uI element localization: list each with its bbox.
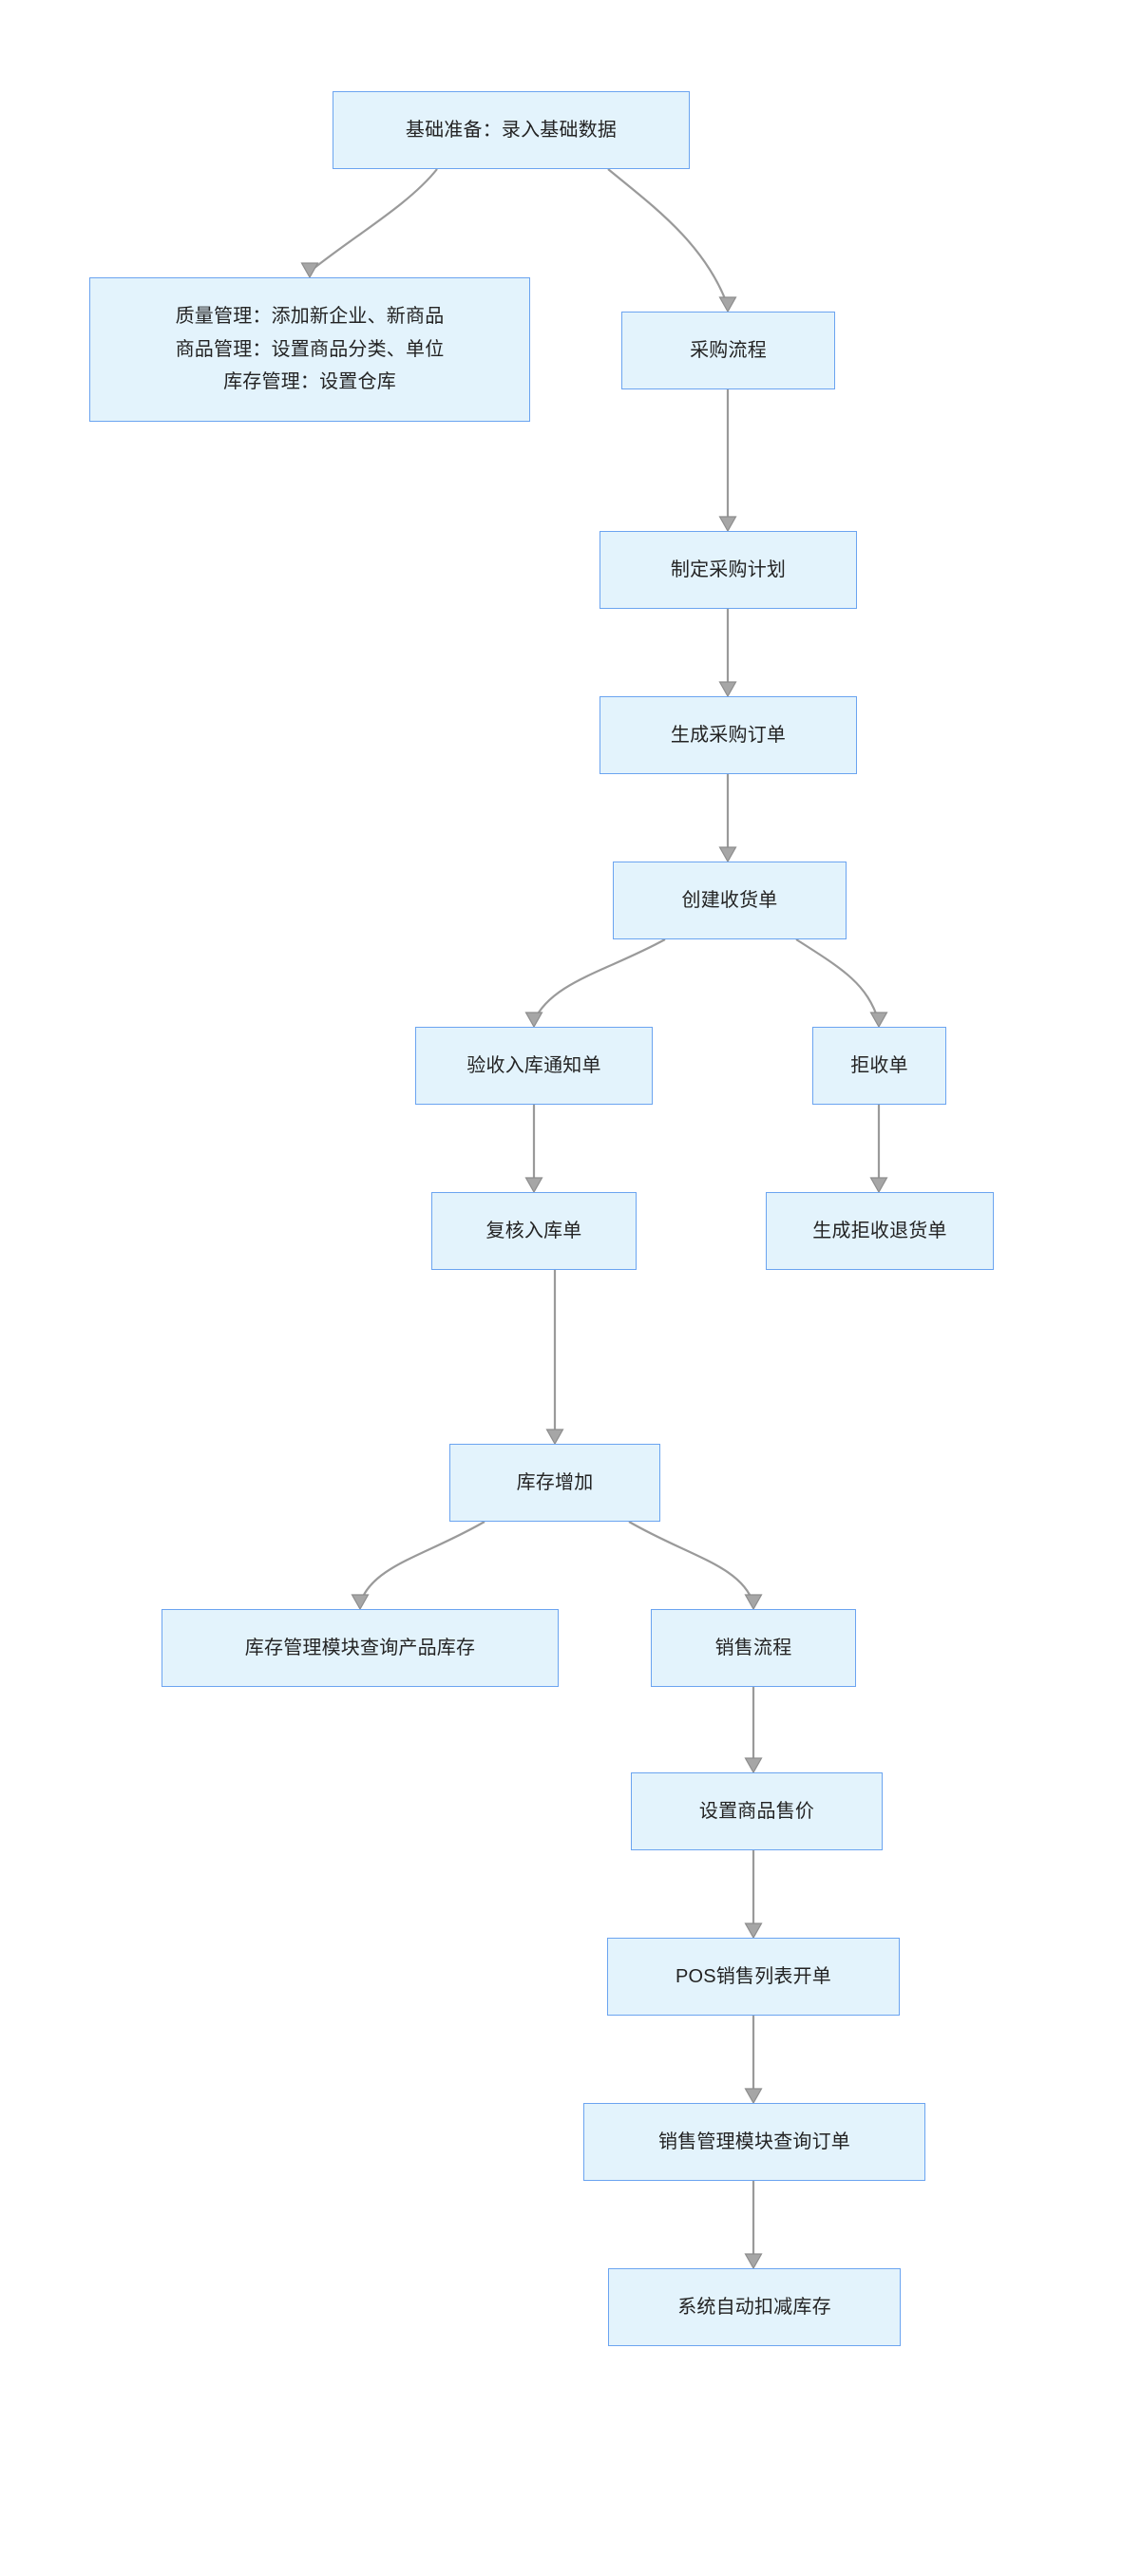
flow-node-n8[interactable]: 拒收单 — [812, 1027, 946, 1105]
arrowhead-icon — [718, 296, 737, 313]
flow-edge-e6 — [532, 938, 666, 1022]
flow-edge-e1 — [309, 168, 438, 273]
flow-edge-e7 — [795, 938, 881, 1022]
arrowhead-icon — [524, 1012, 543, 1029]
arrowhead-icon — [869, 1012, 888, 1029]
flow-node-n12[interactable]: 库存管理模块查询产品库存 — [162, 1609, 559, 1687]
flow-node-n16[interactable]: 销售管理模块查询订单 — [583, 2103, 925, 2181]
flow-edge-e2 — [607, 168, 730, 307]
flow-node-n9[interactable]: 复核入库单 — [431, 1192, 637, 1270]
flow-node-n3[interactable]: 采购流程 — [621, 312, 835, 389]
flow-node-n2[interactable]: 质量管理：添加新企业、新商品 商品管理：设置商品分类、单位 库存管理：设置仓库 — [89, 277, 530, 422]
arrowhead-icon — [524, 1177, 543, 1194]
flow-node-n13[interactable]: 销售流程 — [651, 1609, 856, 1687]
arrowhead-icon — [718, 516, 737, 533]
arrowhead-icon — [744, 1757, 763, 1774]
flow-node-n11[interactable]: 库存增加 — [449, 1444, 660, 1522]
flow-node-n7[interactable]: 验收入库通知单 — [415, 1027, 653, 1105]
flow-edge-e12 — [628, 1521, 755, 1604]
arrowhead-icon — [744, 2253, 763, 2270]
flow-node-n5[interactable]: 生成采购订单 — [600, 696, 857, 774]
flow-node-n15[interactable]: POS销售列表开单 — [607, 1938, 900, 2016]
arrowhead-icon — [744, 2088, 763, 2105]
arrowhead-icon — [718, 681, 737, 698]
flow-node-n4[interactable]: 制定采购计划 — [600, 531, 857, 609]
flow-node-n10[interactable]: 生成拒收退货单 — [766, 1192, 994, 1270]
flow-node-n14[interactable]: 设置商品售价 — [631, 1772, 883, 1850]
flow-node-n1[interactable]: 基础准备：录入基础数据 — [333, 91, 690, 169]
arrowhead-icon — [300, 262, 319, 279]
arrowhead-icon — [744, 1594, 763, 1611]
arrowhead-icon — [718, 846, 737, 863]
flow-node-n6[interactable]: 创建收货单 — [613, 862, 847, 939]
arrowhead-icon — [351, 1594, 370, 1611]
arrowhead-icon — [545, 1429, 564, 1446]
arrowhead-icon — [744, 1923, 763, 1940]
flow-node-n17[interactable]: 系统自动扣减库存 — [608, 2268, 901, 2346]
arrowhead-icon — [869, 1177, 888, 1194]
flow-edge-e11 — [358, 1521, 485, 1604]
